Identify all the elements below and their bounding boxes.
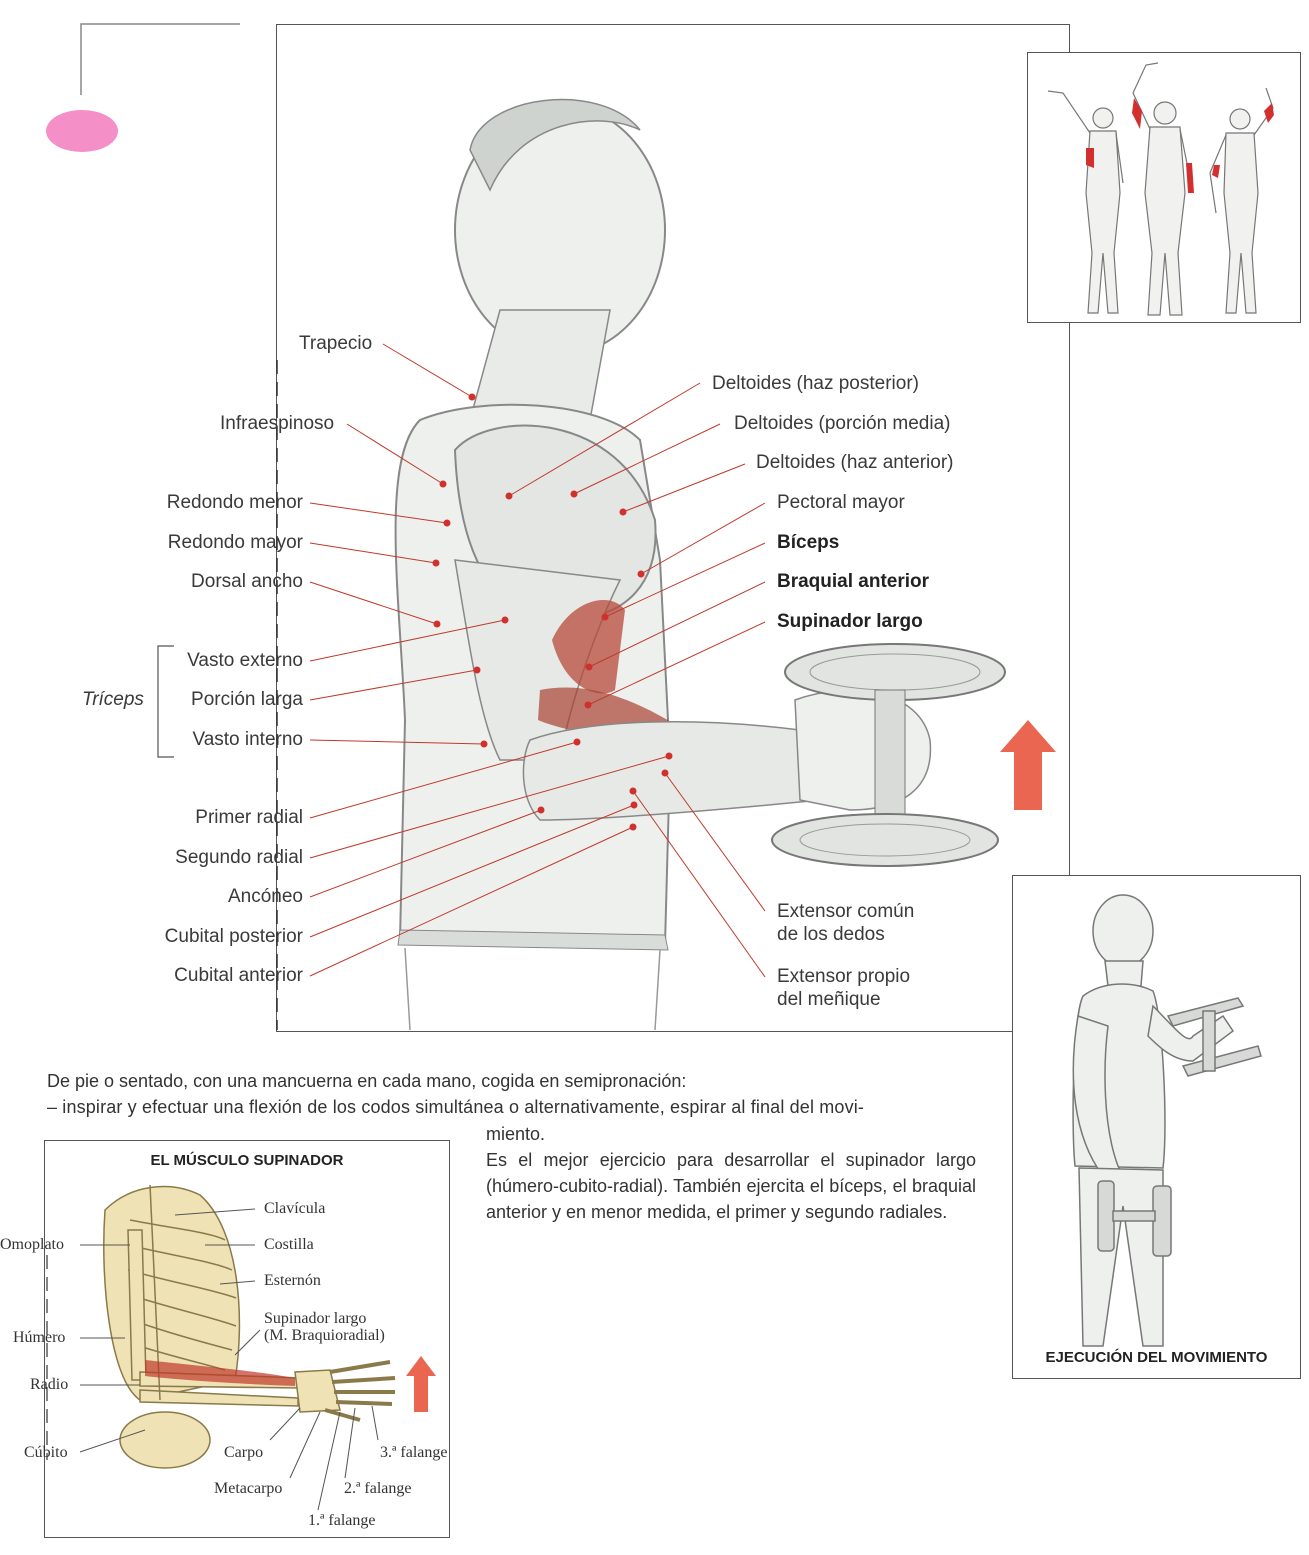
- label-radio: Radio: [30, 1376, 68, 1394]
- label-metacarpo: Metacarpo: [214, 1480, 282, 1498]
- label-omoplato: Omoplato: [0, 1236, 64, 1254]
- label-carpo: Carpo: [224, 1444, 263, 1462]
- label-falange-1: 1.ª falange: [308, 1512, 376, 1530]
- label-clavicula: Clavícula: [264, 1200, 325, 1218]
- label-cubito: Cúbito: [24, 1444, 68, 1462]
- label-humero: Húmero: [13, 1329, 65, 1347]
- label-esternon: Esternón: [264, 1272, 321, 1290]
- label-costilla: Costilla: [264, 1236, 314, 1254]
- label-falange-3: 3.ª falange: [380, 1444, 448, 1462]
- label-supinador-2: (M. Braquioradial): [264, 1327, 385, 1345]
- label-supinador-1: Supinador largo: [264, 1310, 366, 1328]
- label-falange-2: 2.ª falange: [344, 1480, 412, 1498]
- small-up-arrow-icon: [406, 1356, 436, 1412]
